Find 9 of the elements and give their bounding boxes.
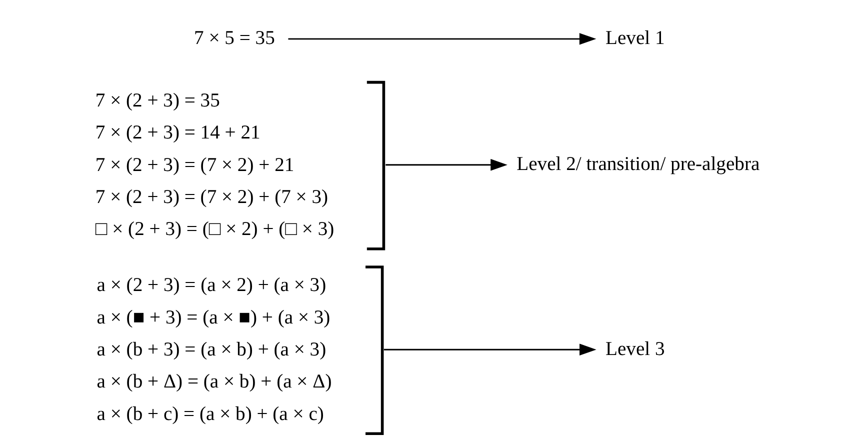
node-text: a × (2 + 3) = (a × 2) + (a × 3) a × (■ + 3) = (a × ■) + (a × 3) a × (b + 3) = (a × b) + (a × 3) a × (b + Δ) = (a × b) + (a × Δ) a × (b + c) = (a × b) + (a × c) xyxy=(96,275,332,425)
node-text: Level 2/ transition/ pre-algebra xyxy=(516,154,760,176)
node-text: 7 × (2 + 3) = 35 7 × (2 + 3) = 14 + 21 7 × (2 + 3) = (7 × 2) + 21 7 × (2 + 3) = (7 × 2) + (7 × 3) □ × (2 + 3) = (□ × 2) + (□ × 3) xyxy=(95,90,334,240)
arrow xyxy=(384,344,596,356)
arrow xyxy=(386,158,508,171)
arrow xyxy=(288,33,596,45)
node-text: 7 × 5 = 35 xyxy=(194,28,275,50)
node-text: Level 1 xyxy=(606,28,665,50)
node-text: Level 3 xyxy=(606,338,665,360)
